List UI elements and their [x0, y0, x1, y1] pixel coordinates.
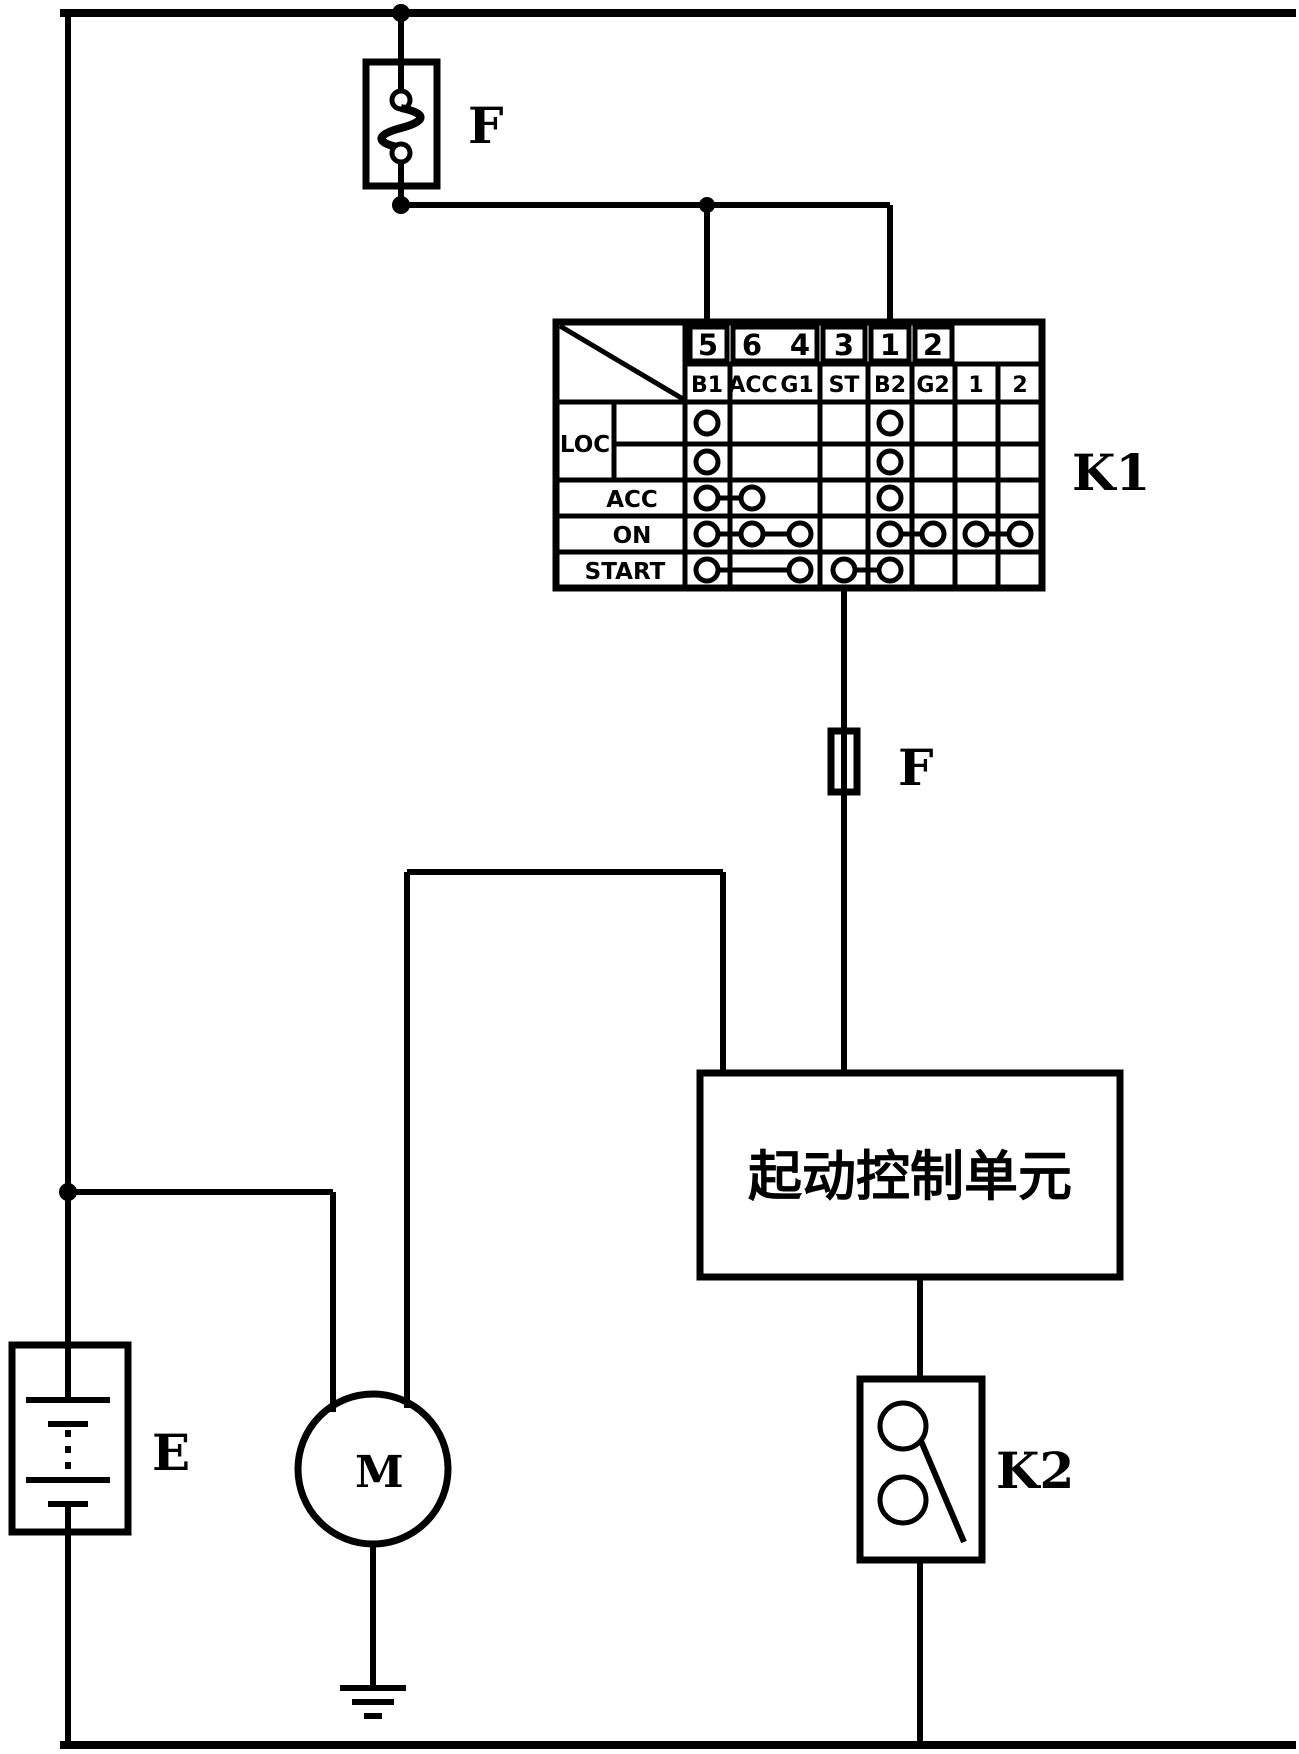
pin-cell	[868, 324, 912, 364]
position-label-start: START	[585, 559, 666, 585]
relay-contact	[877, 1474, 929, 1526]
motor-label: M	[355, 1447, 404, 1498]
relay-body	[856, 1375, 986, 1564]
control-unit-label: 起动控制单元	[748, 1145, 1072, 1208]
pin-number: 2	[923, 328, 943, 362]
terminal-label: G2	[916, 373, 949, 398]
pin-number: 3	[834, 328, 854, 362]
terminal-label: G1	[780, 373, 813, 398]
terminal-label: ACC	[728, 373, 777, 398]
pin-number: 4	[790, 328, 810, 362]
ignition-switch-label: K1	[1072, 443, 1150, 502]
ignition-switch-table: 5 6 4 3 1 2 B1 ACC G1 ST B2 G2 1 2 LOC A…	[552, 318, 1150, 592]
terminal-label: 1	[968, 373, 983, 398]
fuse-top: F	[362, 4, 504, 214]
position-label-loc: LOC	[560, 432, 610, 458]
header-diagonal	[558, 323, 685, 402]
battery-to-motor-wire	[59, 1183, 336, 1412]
pin-cell	[912, 324, 955, 364]
pin-number: 5	[698, 328, 718, 362]
battery-label: E	[152, 1423, 190, 1482]
battery: E	[8, 1341, 190, 1536]
pin-number: 6	[742, 328, 762, 362]
relay-label: K2	[996, 1441, 1074, 1500]
pin-cell	[820, 324, 868, 364]
ground-symbol	[340, 1544, 406, 1719]
fuse-element-squiggle	[377, 104, 425, 152]
motor: M	[294, 1390, 452, 1719]
pin-number: 1	[880, 328, 900, 362]
fuse-mid-label: F	[898, 738, 934, 797]
pin-cell	[730, 324, 820, 364]
contact-points	[693, 409, 1034, 584]
motor-to-control-wire	[404, 869, 726, 1408]
terminal-label: 2	[1012, 373, 1027, 398]
position-label-on: ON	[613, 523, 652, 549]
fuse-mid: F	[827, 588, 934, 1073]
relay-lever	[918, 1439, 967, 1544]
terminal-label: ST	[829, 373, 860, 398]
position-label-acc: ACC	[606, 487, 658, 513]
relay-k2: K2	[856, 1277, 1074, 1745]
fuse-top-label: F	[468, 96, 504, 155]
relay-contact	[877, 1400, 929, 1452]
terminal-label: B2	[874, 373, 906, 398]
fuse-mid-body	[827, 727, 861, 796]
terminal-label: B1	[691, 373, 723, 398]
control-unit: 起动控制单元	[696, 1069, 1124, 1281]
pin-cell	[687, 324, 730, 364]
fuse-to-switch-wires	[401, 197, 893, 325]
